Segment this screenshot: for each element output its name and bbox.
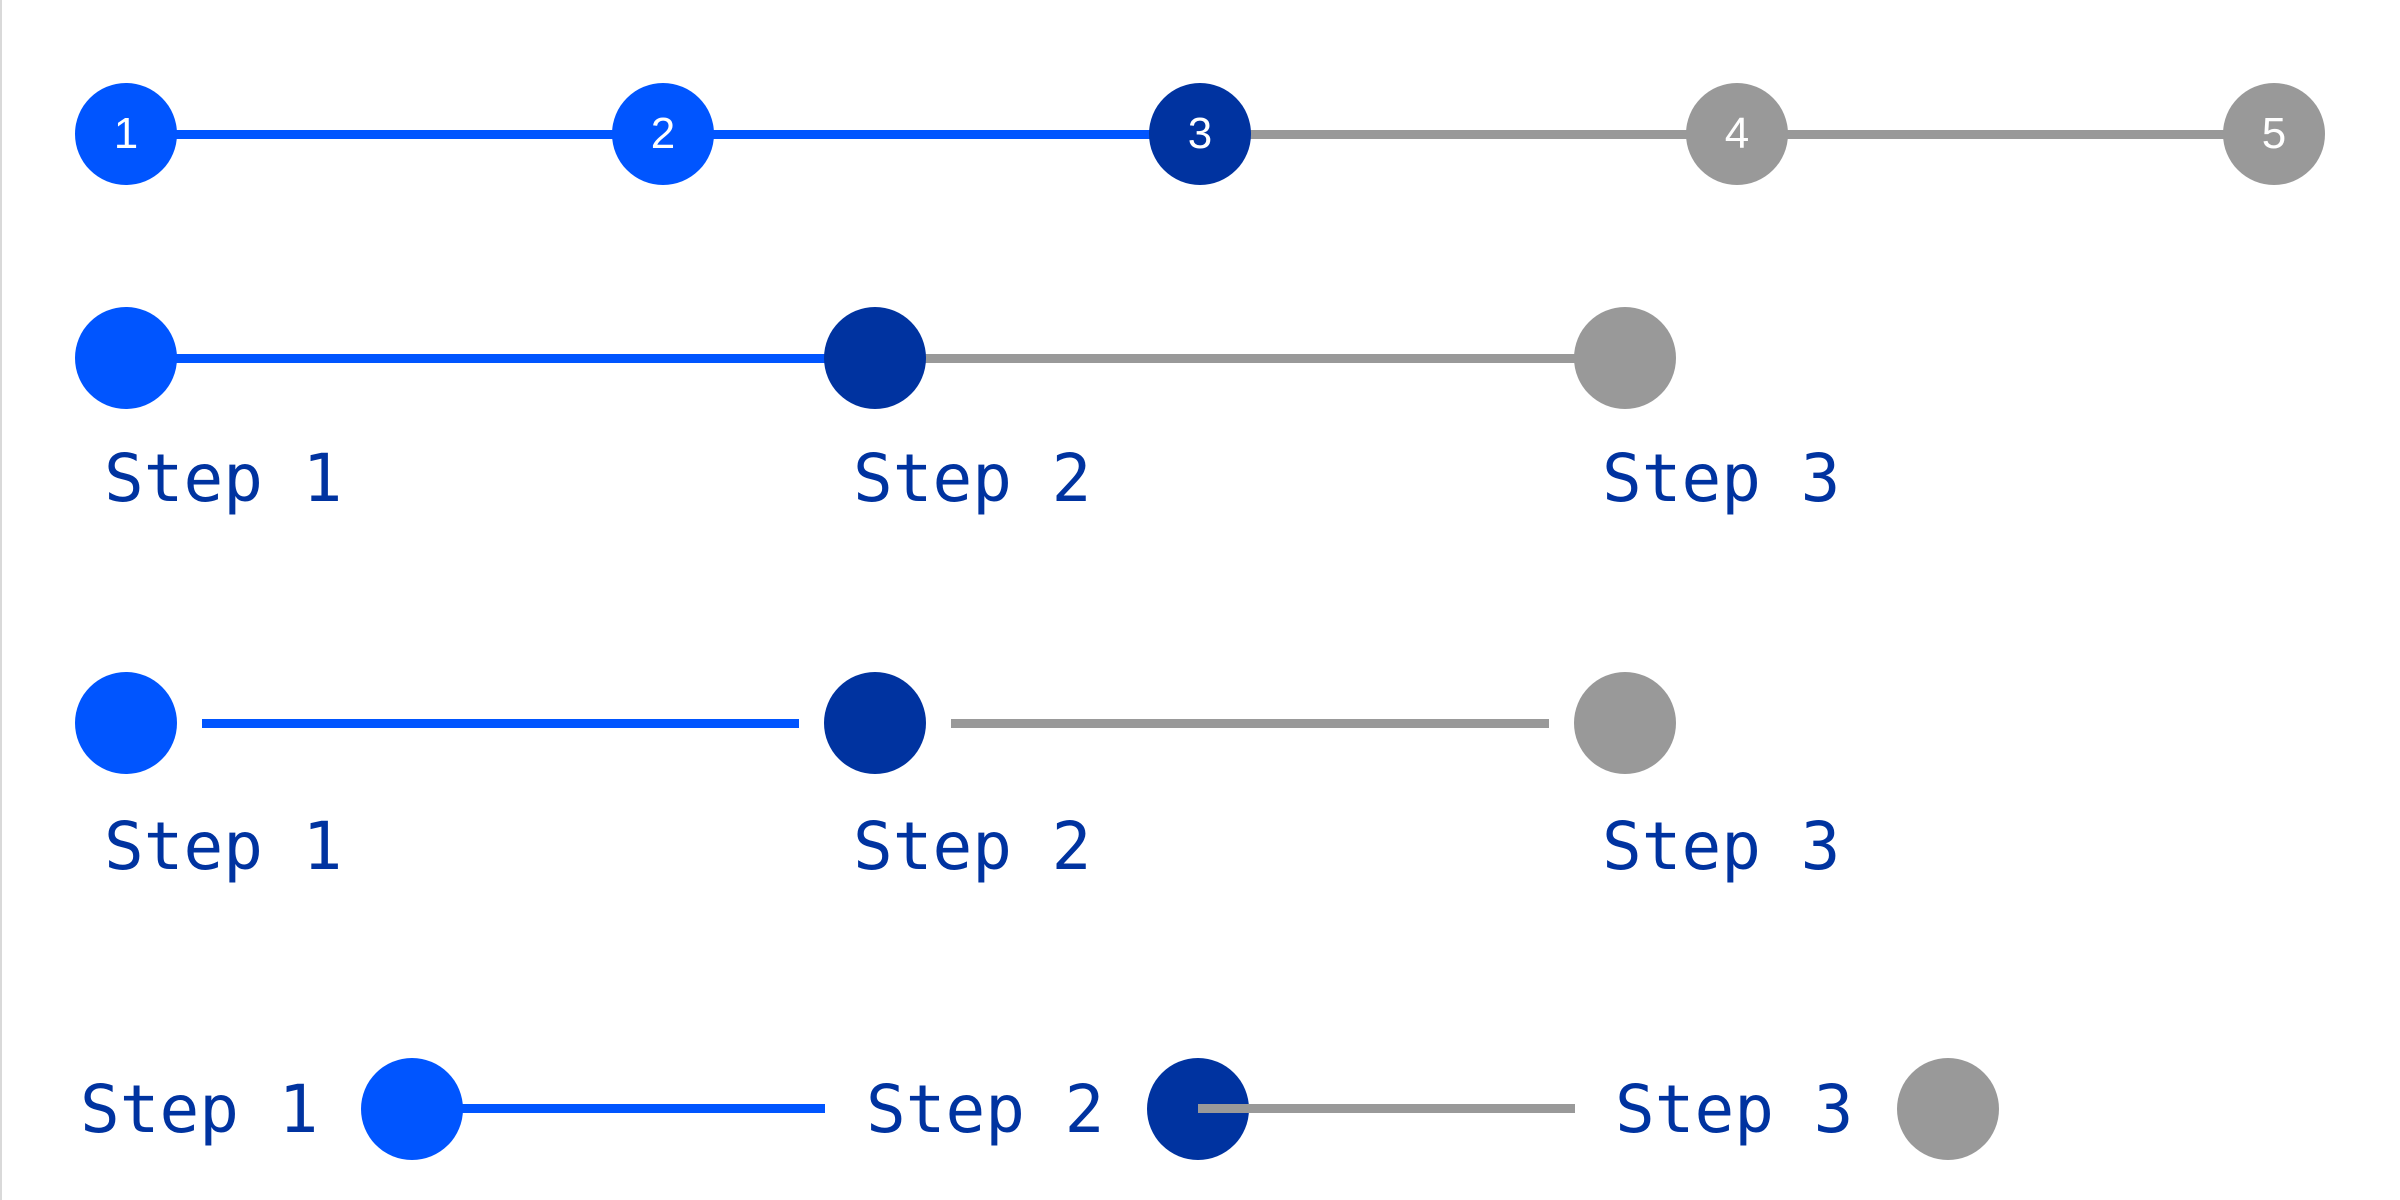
step-dot-2[interactable]: 2 [612, 83, 714, 185]
step-label-2: Step 2 [853, 808, 1092, 885]
step-label-1: Step 1 [80, 1071, 319, 1148]
step-dot-3[interactable] [1574, 307, 1676, 409]
step-dot-1[interactable] [75, 672, 177, 774]
step-number: 5 [2261, 109, 2287, 158]
connector-2-3 [875, 354, 1625, 363]
frame-edge [0, 0, 2, 1200]
step-dot-3[interactable] [1897, 1058, 1999, 1160]
step-dot-4[interactable]: 4 [1686, 83, 1788, 185]
step-number: 2 [650, 109, 676, 158]
step-dot-3[interactable]: 3 [1149, 83, 1251, 185]
connector-2-3 [951, 719, 1549, 728]
step-label-3: Step 3 [1602, 440, 1841, 517]
step-label-2: Step 2 [853, 440, 1092, 517]
connector-2-3 [663, 130, 1200, 139]
step-dot-1[interactable] [75, 307, 177, 409]
step-dot-3[interactable] [1574, 672, 1676, 774]
connector-1-2 [126, 354, 875, 363]
connector-1-2 [126, 130, 663, 139]
step-dot-5[interactable]: 5 [2223, 83, 2325, 185]
connector-1-2 [202, 719, 799, 728]
connector-1-2 [412, 1104, 825, 1113]
step-number: 4 [1724, 109, 1750, 158]
step-dot-1[interactable]: 1 [75, 83, 177, 185]
step-label-3: Step 3 [1615, 1071, 1854, 1148]
connector-2-3 [1198, 1104, 1575, 1113]
step-label-1: Step 1 [104, 808, 343, 885]
connector-3-4 [1200, 130, 1737, 139]
step-dot-2[interactable] [824, 672, 926, 774]
step-number: 1 [113, 109, 139, 158]
step-label-1: Step 1 [104, 440, 343, 517]
step-label-2: Step 2 [866, 1071, 1105, 1148]
step-dot-2[interactable] [824, 307, 926, 409]
step-number: 3 [1187, 109, 1213, 158]
connector-4-5 [1737, 130, 2274, 139]
step-label-3: Step 3 [1602, 808, 1841, 885]
